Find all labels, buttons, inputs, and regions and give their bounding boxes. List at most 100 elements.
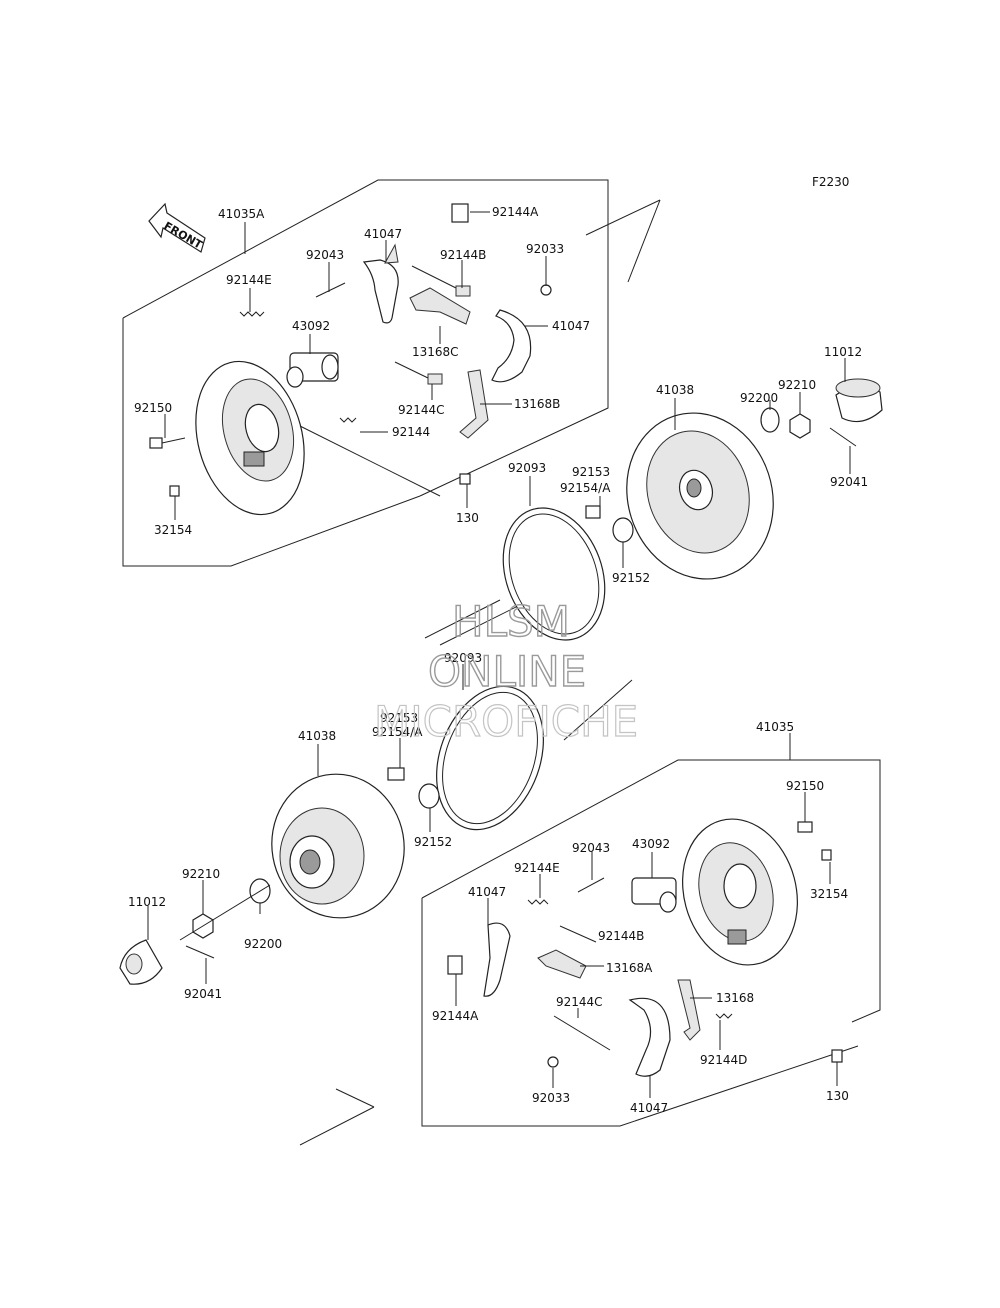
brake-shoe-lower-1 bbox=[483, 922, 511, 997]
lever-13168b-upper bbox=[459, 369, 489, 439]
callout-130-lower: 130 bbox=[826, 1089, 849, 1103]
backing-plate-upper bbox=[195, 360, 305, 516]
leader-lines-upper bbox=[164, 211, 851, 568]
callout-11012-upper: 11012 bbox=[824, 345, 862, 359]
callout-43092-lower: 43092 bbox=[632, 837, 670, 851]
clip-92033-lower bbox=[547, 1056, 559, 1068]
spring-92144b-lower bbox=[559, 925, 597, 943]
fitting-32154-lower bbox=[821, 849, 832, 861]
spring-92144e-upper bbox=[239, 311, 265, 317]
callout-41035a: 41035A bbox=[218, 207, 265, 221]
callout-92210-lower: 92210 bbox=[182, 867, 220, 881]
callout-92144b-lower: 92144B bbox=[598, 929, 644, 943]
callout-92152-upper: 92152 bbox=[612, 571, 650, 585]
seal-92152-lower bbox=[418, 783, 440, 809]
bolt-130-upper bbox=[459, 473, 471, 485]
watermark-line-3: MICROFICHE bbox=[374, 697, 638, 746]
spring-92144b-upper bbox=[411, 265, 471, 297]
callout-32154-upper: 32154 bbox=[154, 523, 192, 537]
callout-92154a-lower: 92154/A bbox=[372, 725, 423, 739]
fitting-32154-upper bbox=[169, 485, 180, 497]
callout-92144b-upper: 92144B bbox=[440, 248, 486, 262]
callout-92144c-lower: 92144C bbox=[556, 995, 603, 1009]
callout-32154-lower: 32154 bbox=[810, 887, 848, 901]
callout-92144e-lower: 92144E bbox=[514, 861, 560, 875]
callout-92152-lower: 92152 bbox=[414, 835, 452, 849]
brake-drum-lower bbox=[271, 773, 405, 919]
bolt-130-lower bbox=[831, 1049, 843, 1063]
callout-92154a-upper: 92154/A bbox=[560, 481, 611, 495]
lever-13168c-upper bbox=[409, 287, 471, 325]
callout-92043-upper: 92043 bbox=[306, 248, 344, 262]
callout-92153-lower: 92153 bbox=[380, 711, 418, 725]
callout-13168-lower: 13168 bbox=[716, 991, 754, 1005]
spring-92144-upper bbox=[339, 417, 357, 423]
callout-92144a-lower: 92144A bbox=[432, 1009, 479, 1023]
wheel-cylinder-upper bbox=[286, 352, 339, 388]
clip-92144a-upper bbox=[451, 203, 469, 223]
watermark: HLSM ONLINE MICROFICHE bbox=[373, 596, 638, 746]
callout-13168c-upper: 13168C bbox=[412, 345, 459, 359]
spring-92144e-lower bbox=[527, 899, 549, 905]
callout-130-upper: 130 bbox=[456, 511, 479, 525]
callout-13168b-upper: 13168B bbox=[514, 397, 560, 411]
pin-92043-lower bbox=[577, 877, 605, 893]
callout-92041-lower: 92041 bbox=[184, 987, 222, 1001]
callout-92093-lower: 92093 bbox=[444, 651, 482, 665]
stud-92153-lower bbox=[387, 767, 405, 781]
callout-41047-lower-b: 41047 bbox=[630, 1101, 668, 1115]
figure-code: F2230 bbox=[812, 175, 849, 189]
lever-13168-lower bbox=[677, 979, 701, 1041]
leader-lines-lower bbox=[147, 664, 838, 1098]
callout-92041-upper: 92041 bbox=[830, 475, 868, 489]
callout-92144c-upper: 92144C bbox=[398, 403, 445, 417]
hub-cap-11012-upper bbox=[835, 378, 883, 423]
callout-41038-lower: 41038 bbox=[298, 729, 336, 743]
brake-shoe-upper-2 bbox=[491, 309, 532, 383]
spring-92144d-lower bbox=[715, 1013, 733, 1019]
washer-92200-upper bbox=[760, 407, 780, 433]
callout-11012-lower: 11012 bbox=[128, 895, 166, 909]
callout-92033-lower: 92033 bbox=[532, 1091, 570, 1105]
cotter-pin-92041-upper bbox=[829, 427, 857, 447]
callout-92144-upper: 92144 bbox=[392, 425, 430, 439]
stud-92153-upper bbox=[585, 505, 601, 519]
callout-92200-upper: 92200 bbox=[740, 391, 778, 405]
callout-43092-upper: 43092 bbox=[292, 319, 330, 333]
clip-92144a-lower bbox=[447, 955, 463, 975]
wheel-cylinder-lower bbox=[631, 877, 677, 913]
callout-41047-upper-a: 41047 bbox=[364, 227, 402, 241]
seal-92152-upper bbox=[612, 517, 634, 543]
callout-41038-upper: 41038 bbox=[656, 383, 694, 397]
upper-callouts: 41035A 41047 92144A 92043 92144E 92144B … bbox=[134, 205, 868, 585]
hub-cap-11012-lower bbox=[119, 939, 163, 985]
callout-92144a-upper: 92144A bbox=[492, 205, 539, 219]
callout-92144d-lower: 92144D bbox=[700, 1053, 747, 1067]
bolt-92150-upper bbox=[149, 437, 186, 449]
spring-92144c-upper bbox=[394, 361, 443, 385]
pin-92043-upper bbox=[315, 282, 346, 298]
callout-41047-lower-a: 41047 bbox=[468, 885, 506, 899]
callout-92144e-upper: 92144E bbox=[226, 273, 272, 287]
nut-92210-upper bbox=[789, 413, 811, 439]
callout-92043-lower: 92043 bbox=[572, 841, 610, 855]
callout-92033-upper: 92033 bbox=[526, 242, 564, 256]
bolt-92150-lower bbox=[797, 821, 813, 833]
callout-92153-upper: 92153 bbox=[572, 465, 610, 479]
spring-92144c-lower bbox=[553, 1015, 611, 1051]
callout-41047-upper-b: 41047 bbox=[552, 319, 590, 333]
brake-shoe-lower-2 bbox=[628, 997, 671, 1077]
ring-92093-lower bbox=[436, 685, 544, 831]
callout-41035-lower: 41035 bbox=[756, 720, 794, 734]
cotter-pin-92041-lower bbox=[185, 945, 215, 959]
watermark-line-2: ONLINE bbox=[428, 647, 586, 696]
lower-group-outline bbox=[299, 679, 881, 1146]
callout-92200-lower: 92200 bbox=[244, 937, 282, 951]
lever-13168a-lower bbox=[537, 949, 587, 979]
callout-92210-upper: 92210 bbox=[778, 378, 816, 392]
brake-drum-upper bbox=[626, 412, 774, 580]
brake-shoe-upper-1 bbox=[362, 243, 399, 324]
backing-plate-lower bbox=[682, 818, 798, 966]
